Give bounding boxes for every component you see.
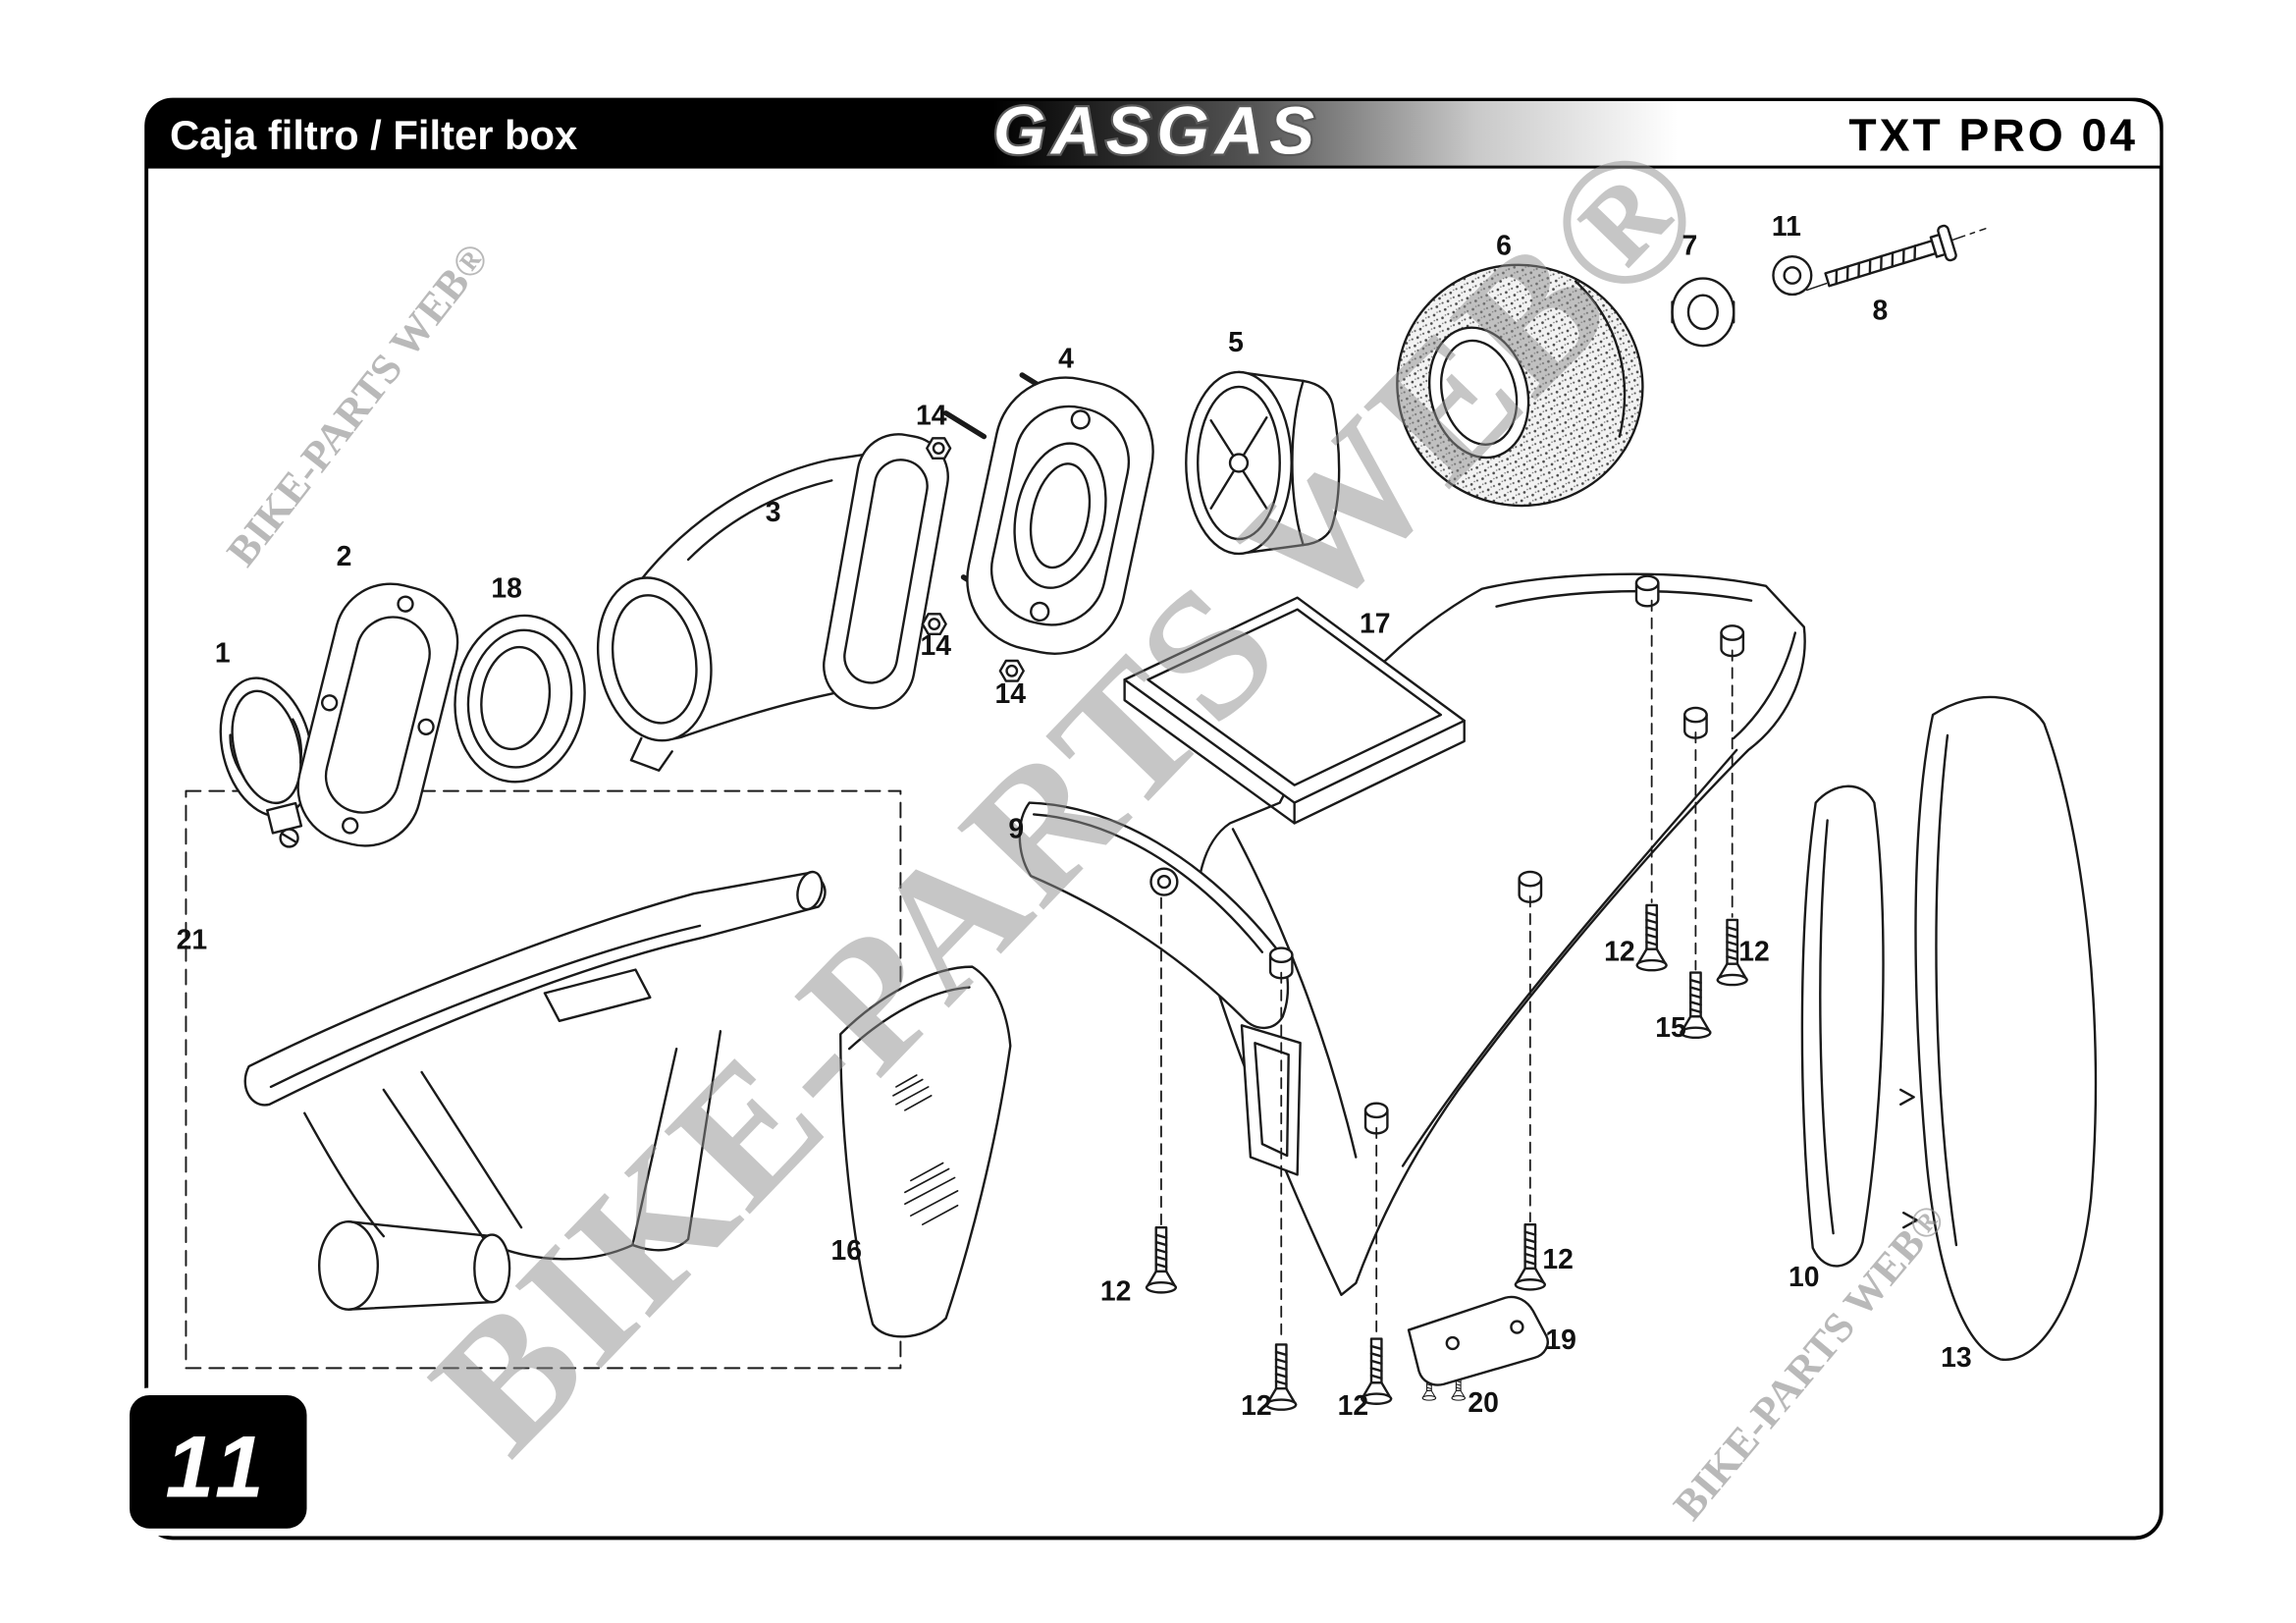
part-1-hose-clamp [219,676,314,848]
callout-10: 10 [1789,1262,1820,1293]
callout-14: 14 [995,678,1027,710]
callout-12: 12 [1738,937,1770,968]
part-21-rear-frame-assembly [185,789,902,1370]
callout-21: 21 [177,925,208,956]
watermark-top-left: BIKE-PARTS WEB® [218,235,499,575]
part-12-screw [1635,903,1668,972]
callout-11: 11 [1772,211,1801,243]
part-2-gasket [296,582,459,847]
part-10-inner-side-panel [1800,784,1885,1268]
callout-1: 1 [215,637,231,669]
callout-12: 12 [1241,1390,1272,1422]
part-13-outer-side-panel [1899,695,2098,1361]
exploded-view [185,224,2098,1411]
callout-18: 18 [491,573,522,605]
callout-14: 14 [916,401,947,432]
callout-15: 15 [1655,1012,1686,1044]
header-bar [144,98,2163,169]
part-11-washer [1772,254,1813,297]
part-3-intake-boot [596,433,949,772]
callout-5: 5 [1228,327,1244,358]
part-17-tray [1123,596,1466,825]
part-14-nut [926,437,952,460]
part-12-screw [1514,1222,1546,1291]
callout-9: 9 [1008,813,1024,844]
callout-13: 13 [1941,1342,1972,1374]
brand-logo: GASGAS [993,93,1320,169]
callout-20: 20 [1468,1387,1499,1419]
part-8-bolt [1806,224,1987,292]
part-9-front-duct [1018,801,1294,1030]
part-16-left-side-panel [839,965,1012,1338]
callout-17: 17 [1360,609,1391,640]
callout-12: 12 [1542,1244,1574,1275]
callout-2: 2 [337,541,352,572]
part-12-screw [1145,1225,1178,1294]
part-18-rubber-sleeve [454,614,586,784]
callout-19: 19 [1545,1325,1576,1356]
page-title: Caja filtro / Filter box [170,112,577,158]
watermark-bottom-right: BIKE-PARTS WEB® [1665,1196,1955,1530]
part-6-foam-filter [1396,263,1644,508]
part-7-grommet [1671,277,1735,348]
callout-12: 12 [1604,937,1635,968]
callout-6: 6 [1496,231,1512,262]
callout-4: 4 [1058,344,1074,375]
callout-12: 12 [1338,1390,1369,1422]
callout-14: 14 [920,630,951,662]
callout-8: 8 [1872,295,1888,326]
assembly-leader-lines [1160,599,1734,1343]
callout-12: 12 [1100,1276,1132,1308]
callout-7: 7 [1682,231,1698,262]
part-19-plate [1407,1295,1549,1386]
model-code: TXT PRO 04 [1848,110,2137,161]
part-5-filter-cage [1185,370,1341,556]
part-4-mounting-plate [942,372,1154,655]
page-number-badge: 11 [122,1387,314,1537]
callout-16: 16 [830,1235,862,1267]
page-number: 11 [165,1418,271,1516]
callout-3: 3 [766,497,781,528]
